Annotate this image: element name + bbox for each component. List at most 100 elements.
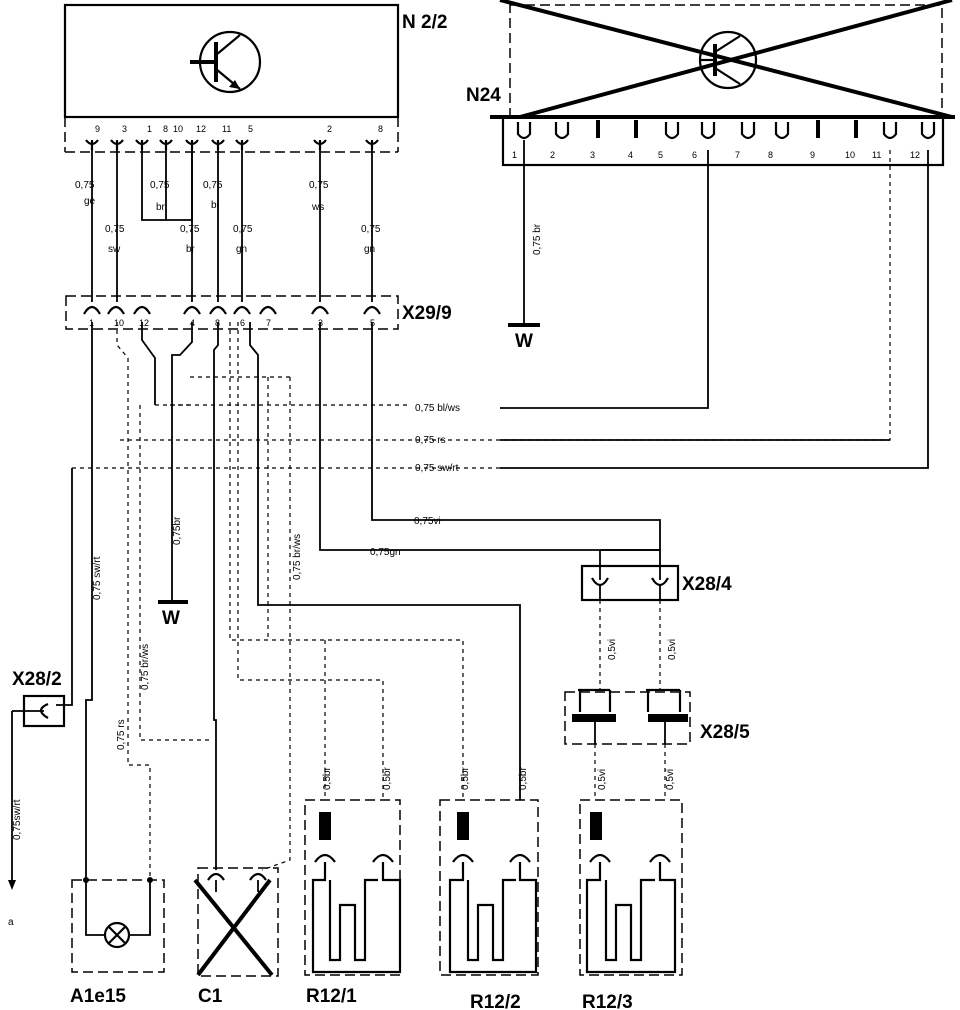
x28-4-label: X28/4 <box>682 574 732 595</box>
pin: 2 <box>327 124 332 134</box>
module-n24: N24 1 2 3 4 5 6 7 8 9 10 11 12 <box>466 0 955 167</box>
wire-label: 0,75 sw/rt <box>92 556 103 600</box>
wire-size: 0,75 <box>309 180 329 191</box>
n2-2-pins: 9 3 1 8 10 12 11 5 2 8 <box>95 124 383 134</box>
wire-label: 0,75 br/ws <box>292 534 303 580</box>
wire-color: br <box>186 244 196 255</box>
connector-x29-9: X29/9 1 10 12 4 8 6 7 3 5 <box>65 295 452 330</box>
wire-color: bl <box>211 200 219 211</box>
connector-x28-5: X28/5 <box>564 688 750 745</box>
r12-1-label: R12/1 <box>306 986 357 1007</box>
connector-x28-2: X28/2 0,75sw/rt a <box>8 669 66 928</box>
ground-label: W <box>162 608 180 629</box>
reference-a: a <box>8 917 14 928</box>
pin: 12 <box>910 150 920 160</box>
wire-label: 0,75gn <box>370 547 401 558</box>
n24-ground: W 0,75 br <box>508 140 543 352</box>
pin: 12 <box>139 318 149 328</box>
wire-label: 0,75 rs <box>116 719 127 750</box>
wire-size: 0,75 <box>150 180 170 191</box>
pin: 10 <box>114 318 124 328</box>
pin: 11 <box>222 124 231 134</box>
pin: 8 <box>163 124 168 134</box>
harness-wires <box>56 150 929 880</box>
wire-color: ge <box>84 196 96 207</box>
wire-label: 0,5vi <box>665 769 676 790</box>
wire-label: 0,5vi <box>597 769 608 790</box>
pin: 8 <box>768 150 773 160</box>
pin: 2 <box>550 150 555 160</box>
pin: 9 <box>810 150 815 160</box>
wire-label: 0,75vi <box>414 516 441 527</box>
wire-label: 0,75br <box>172 516 183 545</box>
pin: 10 <box>173 124 183 134</box>
r12-2-label: R12/2 <box>470 992 521 1010</box>
horizontal-wire-labels: 0,75 bl/ws 0,75 rs 0,75 sw/rt 0,75vi 0,7… <box>370 403 460 558</box>
pin: 6 <box>692 150 697 160</box>
cross-line <box>499 0 953 119</box>
wire-label: 0,75sw/rt <box>12 799 23 840</box>
n2-2-label: N 2/2 <box>402 12 447 33</box>
transistor-symbol <box>190 30 262 94</box>
heater-r12-1: R12/1 0,5br 0,5br <box>304 767 402 1007</box>
wire-size: 0,75 <box>105 224 125 235</box>
wires-n2-to-x29 <box>91 150 373 302</box>
lamp-a1e15: A1e15 <box>70 877 165 1007</box>
pin: 5 <box>658 150 663 160</box>
pin: 8 <box>378 124 383 134</box>
wire-color: sw <box>108 244 121 255</box>
n24-pins: 1 2 3 4 5 6 7 8 9 10 11 12 <box>512 150 920 160</box>
wire-color: br <box>156 202 166 213</box>
x28-2-label: X28/2 <box>12 669 62 690</box>
pin: 5 <box>248 124 253 134</box>
heater-r12-2: R12/2 0,5br 0,5br <box>439 767 539 1010</box>
wire-label: 0,5br <box>382 767 393 790</box>
wire-label: 0,5vi <box>667 639 678 660</box>
pin: 3 <box>122 124 127 134</box>
connector-x28-4: X28/4 <box>580 564 732 602</box>
wire-label: 0,75 br <box>532 223 543 255</box>
x29-9-label: X29/9 <box>402 303 452 324</box>
n24-terminals <box>516 120 936 140</box>
ground-label: W <box>515 331 533 352</box>
n2-2-terminals <box>85 139 379 150</box>
x28-5-label: X28/5 <box>700 722 750 743</box>
wire-label: 0,75 sw/rt <box>415 463 459 474</box>
wire-color: ws <box>311 202 324 213</box>
r12-3-label: R12/3 <box>582 992 633 1010</box>
wire-label: 0,5br <box>322 767 333 790</box>
wire-label: 0,5br <box>460 767 471 790</box>
wire-label: 0,75 br/ws <box>140 644 151 690</box>
pin: 6 <box>240 318 245 328</box>
wire-size: 0,75 <box>180 224 200 235</box>
pin: 1 <box>512 150 517 160</box>
wire-size: 0,75 <box>75 180 95 191</box>
vertical-wire-labels: 0,75br 0,75 br/ws 0,75 sw/rt 0,75 rs 0,7… <box>92 516 303 750</box>
pin: 12 <box>196 124 206 134</box>
n24-label: N24 <box>466 85 501 106</box>
wire-size: 0,75 <box>361 224 381 235</box>
module-n2-2: N 2/2 9 3 1 8 10 12 11 5 2 8 <box>63 3 447 153</box>
cross-line <box>519 0 953 119</box>
wire-color: gn <box>236 244 247 255</box>
wire-label: 0,75 bl/ws <box>415 403 460 414</box>
heater-r12-3: R12/3 0,5vi 0,5vi <box>579 769 683 1010</box>
wire-label: 0,75 rs <box>415 435 446 446</box>
wire-labels-top: 0,75 ge 0,75 sw 0,75 br 0,75 bl 0,75 br … <box>75 180 381 255</box>
wire-label: 0,5vi <box>607 639 618 660</box>
pin: 11 <box>872 150 881 160</box>
wire-size: 0,75 <box>233 224 253 235</box>
a1e15-label: A1e15 <box>70 986 126 1007</box>
pin: 9 <box>95 124 100 134</box>
pin: 4 <box>628 150 633 160</box>
pin: 7 <box>266 318 271 328</box>
pin: 10 <box>845 150 855 160</box>
c1-label: C1 <box>198 986 223 1007</box>
component-c1: C1 <box>193 867 279 1007</box>
pin: 3 <box>590 150 595 160</box>
wire-label: 0,5br <box>518 767 529 790</box>
pin: 7 <box>735 150 740 160</box>
wire-color: gn <box>364 244 375 255</box>
pin: 1 <box>147 124 152 134</box>
